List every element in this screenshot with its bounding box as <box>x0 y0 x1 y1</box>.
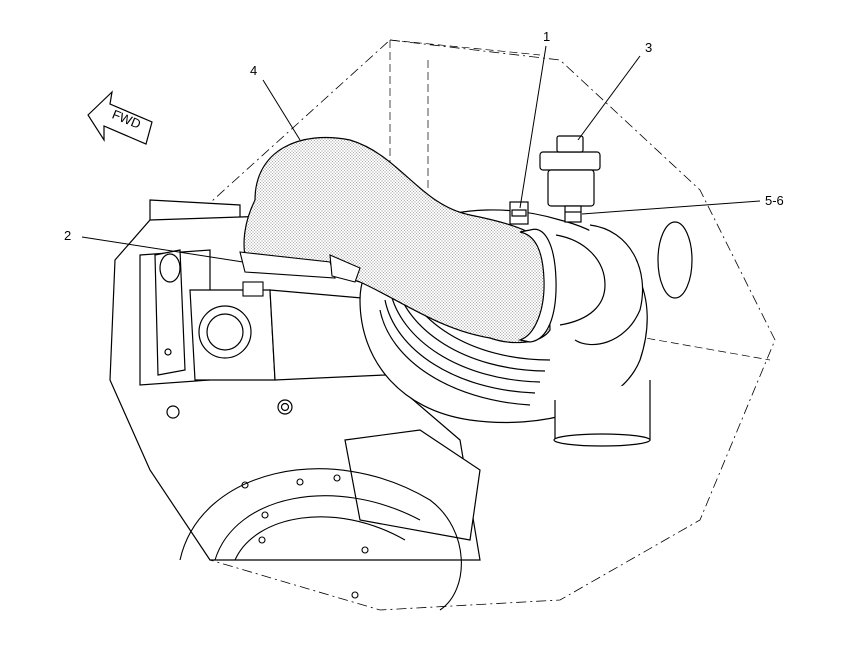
leader-lines <box>81 45 761 263</box>
leader-1 <box>519 45 547 209</box>
leader-3 <box>577 55 641 141</box>
fwd-arrow: FWD <box>87 90 153 145</box>
inlet-clamp <box>239 251 361 297</box>
callout-5-6: 5-6 <box>765 193 784 208</box>
leader-2 <box>81 236 244 263</box>
sensor <box>539 135 601 223</box>
flywheel-housing <box>179 468 462 611</box>
leader-5-6 <box>581 200 761 215</box>
callout-1: 1 <box>543 29 551 44</box>
callout-3: 3 <box>645 40 653 55</box>
callout-2: 2 <box>64 228 72 243</box>
hose-clamp <box>509 201 606 343</box>
callout-4: 4 <box>250 63 258 78</box>
leader-4 <box>262 79 301 141</box>
engine-block <box>109 199 481 561</box>
